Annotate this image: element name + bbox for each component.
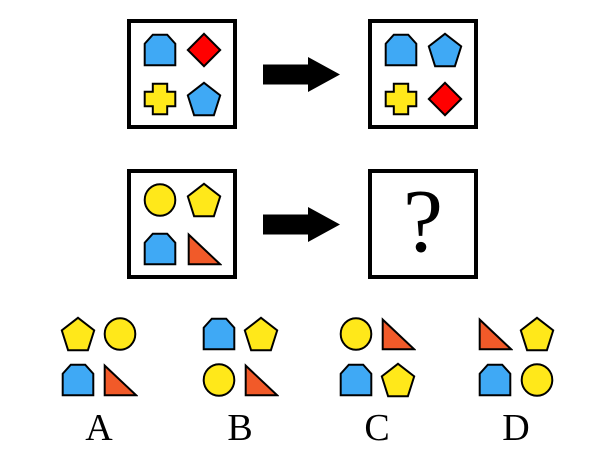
shape-grid: [201, 316, 279, 398]
arrow-icon: [263, 57, 340, 92]
pentagon-shape-bottom-right: [380, 362, 416, 398]
shape-grid: [338, 316, 416, 398]
tombstone-shape-top-left: [202, 317, 236, 351]
answer-option-b[interactable]: B: [201, 316, 279, 447]
pentagon-shape-top-left: [60, 316, 96, 352]
circle-shape-top-left: [143, 182, 177, 217]
arrow-icon: [263, 207, 340, 242]
pentagon-shape-top-right: [519, 316, 555, 352]
circle-shape-top-left: [339, 317, 373, 351]
pentagon-shape-bottom-right: [186, 81, 222, 116]
triangle-shape-top-right: [381, 317, 416, 351]
example-source-box: [127, 19, 237, 129]
pentagon-shape-top-right: [186, 182, 222, 217]
shape-grid: [477, 316, 555, 398]
shape-grid: [60, 316, 138, 398]
question-source-box: [127, 169, 237, 279]
answer-label: D: [502, 407, 530, 449]
example-result-box: [368, 19, 478, 129]
triangle-shape-top-left: [478, 317, 513, 351]
shape-grid: [142, 31, 222, 117]
circle-shape-bottom-left: [202, 363, 236, 397]
tombstone-shape-top-left: [143, 33, 177, 66]
question-mark: ?: [403, 172, 443, 271]
diamond-shape-bottom-right: [427, 80, 463, 117]
cross-shape-bottom-left: [384, 82, 418, 115]
cross-shape-bottom-left: [143, 82, 177, 115]
tombstone-shape-bottom-left: [478, 363, 512, 397]
circle-shape-bottom-right: [520, 363, 554, 397]
pentagon-shape-top-right: [427, 32, 463, 67]
answer-option-d[interactable]: D: [477, 316, 555, 447]
tombstone-shape-bottom-left: [143, 232, 177, 265]
pentagon-shape-top-right: [243, 316, 279, 352]
tombstone-shape-bottom-left: [339, 363, 373, 397]
tombstone-shape-top-left: [384, 33, 418, 66]
answer-option-c[interactable]: C: [338, 316, 416, 447]
shape-grid: [142, 182, 222, 267]
circle-shape-top-right: [103, 317, 137, 351]
question-mark-box: ?: [368, 169, 478, 279]
answer-label: B: [227, 407, 253, 449]
diamond-shape-top-right: [186, 31, 222, 68]
triangle-shape-bottom-right: [103, 363, 138, 397]
tombstone-shape-bottom-left: [61, 363, 95, 397]
triangle-shape-bottom-right: [244, 363, 279, 397]
answer-label: A: [85, 407, 113, 449]
triangle-shape-bottom-right: [187, 231, 222, 265]
shape-grid: [383, 32, 463, 117]
answer-option-a[interactable]: A: [60, 316, 138, 447]
answer-label: C: [364, 407, 390, 449]
